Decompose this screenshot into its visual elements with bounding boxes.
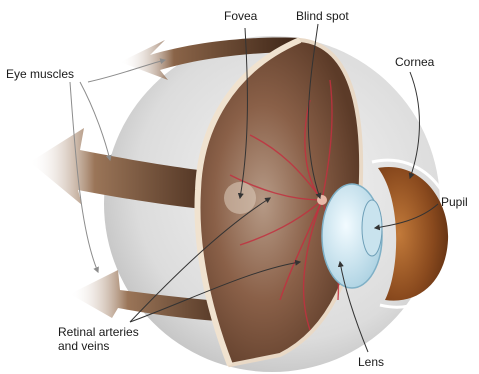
muscle-leader-middle	[80, 82, 110, 160]
pupil-label: Pupil	[441, 195, 468, 209]
cornea-label: Cornea	[395, 55, 435, 69]
blind-spot-disc	[317, 195, 327, 205]
blind-spot-label: Blind spot	[296, 9, 349, 23]
eye-muscles-label: Eye muscles	[6, 67, 74, 81]
retinal-label-line1: Retinal arteries	[58, 325, 139, 339]
lens-label: Lens	[358, 355, 384, 369]
fovea-label: Fovea	[224, 9, 258, 23]
pupil-shape	[362, 200, 382, 256]
retinal-label-line2: and veins	[58, 339, 109, 353]
